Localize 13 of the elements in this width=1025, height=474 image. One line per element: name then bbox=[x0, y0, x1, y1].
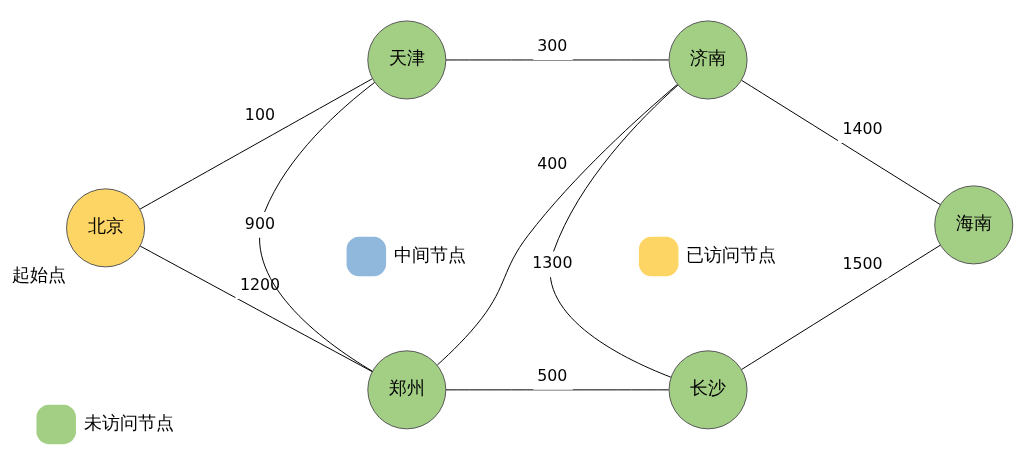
legend-label: 未访问节点 bbox=[83, 412, 174, 433]
edge-label: 1300 bbox=[532, 252, 573, 272]
legend-label: 中间节点 bbox=[393, 244, 466, 265]
node-label: 起始点 bbox=[12, 264, 67, 285]
edge-label: 500 bbox=[537, 365, 568, 385]
edge-label: 400 bbox=[537, 153, 568, 173]
legend-label: 已访问节点 bbox=[686, 244, 777, 265]
edge-label: 100 bbox=[244, 104, 275, 124]
edge-label: 300 bbox=[537, 35, 568, 55]
edge-label: 1200 bbox=[239, 274, 281, 294]
edge-label: 1400 bbox=[842, 118, 883, 138]
edge-label: 900 bbox=[244, 213, 275, 233]
edge-label: 1500 bbox=[842, 253, 883, 273]
